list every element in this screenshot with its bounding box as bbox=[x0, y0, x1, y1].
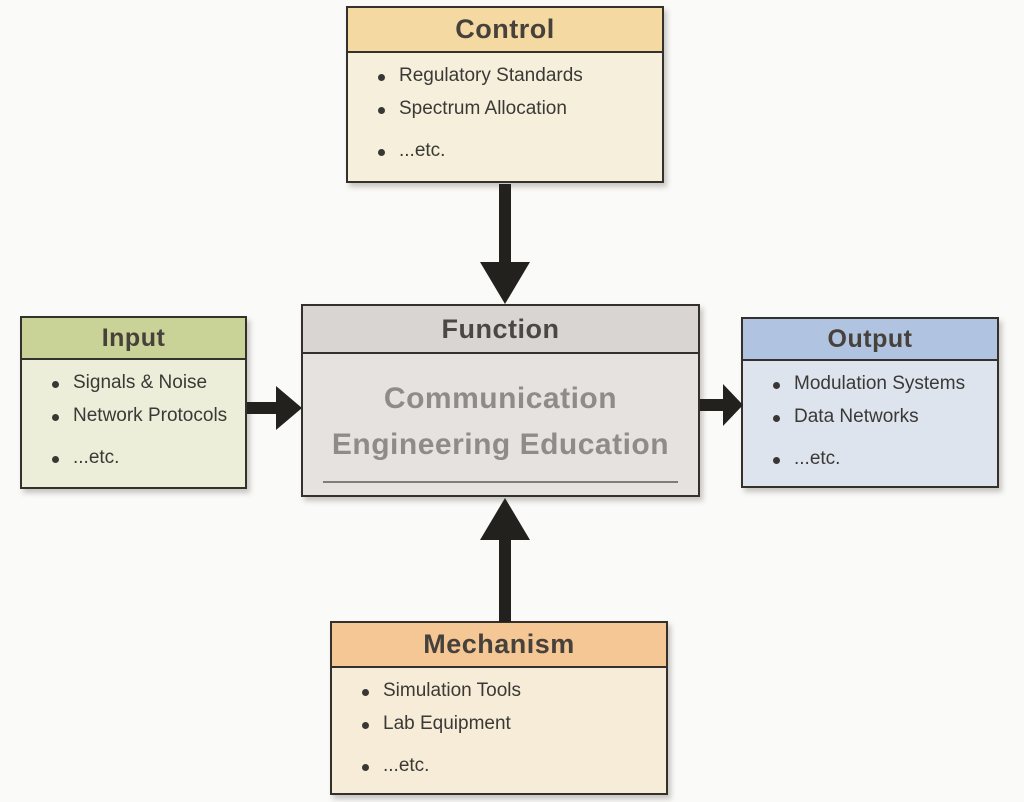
function-content-line1: Communication bbox=[383, 382, 618, 415]
control-box-header: Control bbox=[348, 8, 662, 53]
output-box: Output Modulation Systems Data Networks … bbox=[741, 317, 999, 488]
mechanism-box-items: Simulation Tools Lab Equipment ...etc. bbox=[332, 679, 666, 778]
list-item: Simulation Tools bbox=[360, 679, 666, 703]
function-box-body: Communication Engineering Education bbox=[303, 354, 698, 497]
function-box-header: Function bbox=[303, 306, 698, 354]
control-box-title: Control bbox=[455, 14, 555, 44]
control-box-items: Regulatory Standards Spectrum Allocation… bbox=[348, 64, 662, 163]
mechanism-box-header: Mechanism bbox=[332, 623, 666, 668]
list-item: ...etc. bbox=[771, 447, 997, 471]
function-underline bbox=[323, 481, 678, 483]
input-box: Input Signals & Noise Network Protocols … bbox=[20, 316, 247, 489]
arrow-down-icon bbox=[478, 184, 532, 305]
list-item: ...etc. bbox=[376, 139, 662, 163]
list-item: Modulation Systems bbox=[771, 372, 997, 396]
list-item: ...etc. bbox=[50, 446, 245, 470]
mechanism-box: Mechanism Simulation Tools Lab Equipment… bbox=[330, 621, 668, 795]
mechanism-box-title: Mechanism bbox=[423, 629, 575, 659]
list-item: Regulatory Standards bbox=[376, 64, 662, 88]
arrow-up-icon bbox=[478, 498, 532, 622]
input-box-title: Input bbox=[101, 323, 166, 352]
function-content-line2: Engineering Education bbox=[331, 428, 670, 461]
input-box-items: Signals & Noise Network Protocols ...etc… bbox=[22, 371, 245, 470]
list-item: Spectrum Allocation bbox=[376, 97, 662, 121]
input-box-header: Input bbox=[22, 318, 245, 360]
function-box-title: Function bbox=[441, 313, 560, 344]
list-item: Lab Equipment bbox=[360, 712, 666, 736]
list-item: Network Protocols bbox=[50, 404, 245, 428]
arrow-right-icon bbox=[247, 384, 303, 432]
list-item: Data Networks bbox=[771, 405, 997, 429]
arrow-right-icon bbox=[700, 382, 744, 428]
list-item: Signals & Noise bbox=[50, 371, 245, 395]
output-box-header: Output bbox=[743, 319, 997, 361]
function-box: Function Communication Engineering Educa… bbox=[301, 304, 700, 497]
output-box-title: Output bbox=[827, 324, 913, 353]
control-box: Control Regulatory Standards Spectrum Al… bbox=[346, 6, 664, 183]
list-item: ...etc. bbox=[360, 754, 666, 778]
output-box-items: Modulation Systems Data Networks ...etc. bbox=[743, 372, 997, 471]
